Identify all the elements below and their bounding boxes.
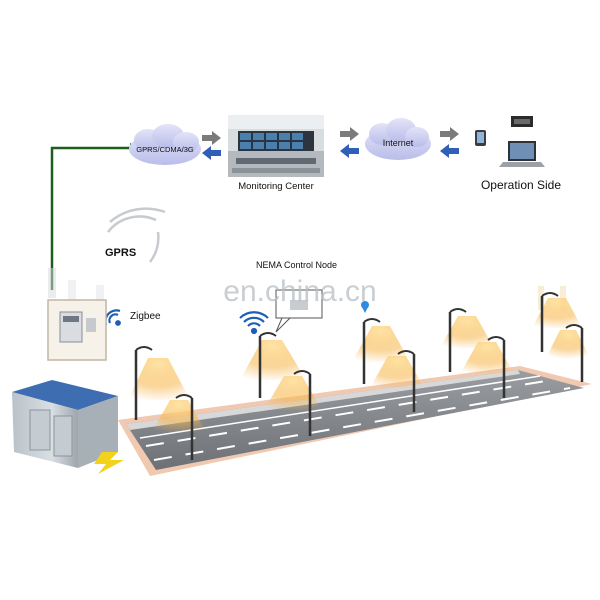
- node-wifi-icon: [239, 311, 269, 335]
- power-bolt-icon: [94, 452, 124, 474]
- gprs-cloud-icon: [129, 124, 201, 165]
- nema-node-callout: [275, 289, 323, 333]
- street-light: [352, 318, 410, 384]
- exchange-arrows-3: [440, 127, 459, 158]
- gprs-link-line: [50, 146, 130, 290]
- street-light: [440, 308, 494, 372]
- watermark-text: en.china.cn: [223, 275, 376, 308]
- zigbee-wifi-icon: [104, 309, 121, 326]
- transformer-cabinet-icon: [12, 380, 118, 468]
- monitoring-center-label: Monitoring Center: [238, 181, 314, 192]
- gprs-label: GPRS: [105, 247, 136, 259]
- nema-node-label: NEMA Control Node: [256, 260, 337, 270]
- street-light: [546, 324, 590, 382]
- controller-box: [47, 299, 107, 361]
- monitoring-center-image: [228, 115, 324, 177]
- operation-side-label: Operation Side: [481, 178, 561, 192]
- laptop-icon: [499, 141, 545, 167]
- location-pin-icon: [361, 301, 369, 313]
- gprs-signal-icon: [107, 207, 166, 263]
- smartphone-icon: [475, 130, 486, 146]
- street-light: [128, 346, 190, 420]
- street-light: [532, 292, 582, 352]
- internet-cloud-label: Internet: [383, 138, 414, 148]
- street-light: [264, 370, 322, 436]
- controller-device-icon: [511, 116, 533, 127]
- zigbee-label: Zigbee: [130, 311, 161, 322]
- street-light: [240, 332, 306, 398]
- internet-cloud-icon: [365, 118, 431, 160]
- exchange-arrows-2: [340, 127, 359, 158]
- exchange-arrows-1: [202, 131, 221, 160]
- gprs-cloud-label: GPRS/CDMA/3G: [136, 145, 194, 154]
- street-light: [152, 394, 206, 460]
- street-light: [460, 336, 514, 398]
- street-light: [370, 350, 424, 412]
